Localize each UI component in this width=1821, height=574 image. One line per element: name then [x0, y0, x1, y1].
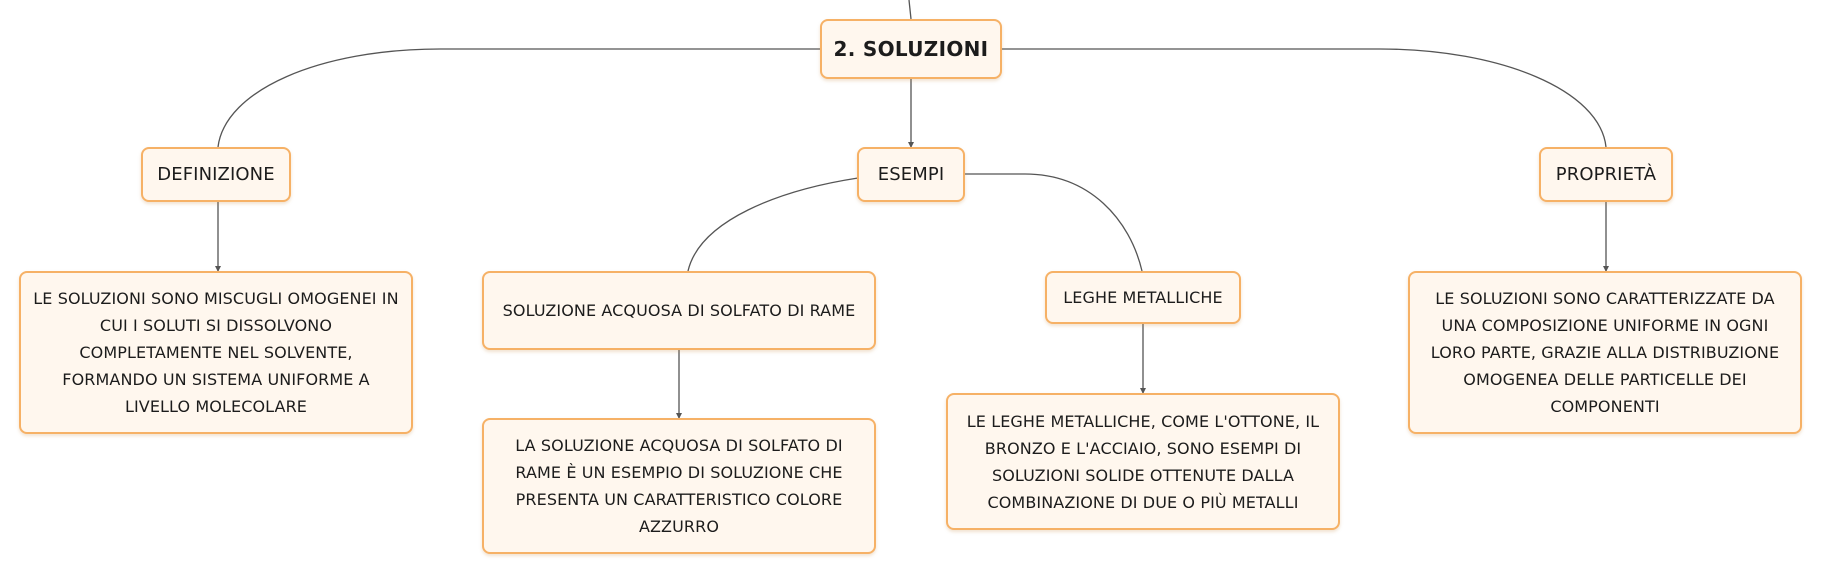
node-leghe-text-content: LE LEGHE METALLICHE, COME L'OTTONE, IL B…: [966, 411, 1320, 512]
connector-root-to-proprieta: [1001, 48, 1607, 148]
connector-esempi-to-leghe: [965, 173, 1143, 272]
connector-esempi-to-solfato: [687, 177, 859, 272]
node-definizione-label: DEFINIZIONE: [157, 164, 275, 185]
node-solfato-text[interactable]: LA SOLUZIONE ACQUOSA DI SOLFATO DI RAME …: [482, 418, 876, 554]
connector-root-to-definizione: [217, 48, 822, 148]
node-esempi[interactable]: ESEMPI: [857, 147, 965, 202]
node-proprieta[interactable]: PROPRIETÀ: [1539, 147, 1673, 202]
node-definizione[interactable]: DEFINIZIONE: [141, 147, 291, 202]
node-leghe-label: LEGHE METALLICHE: [1063, 288, 1223, 307]
node-solfato-label: SOLUZIONE ACQUOSA DI SOLFATO DI RAME: [502, 301, 856, 320]
connector-parent-to-root: [908, 0, 912, 20]
node-definizione-text[interactable]: LE SOLUZIONI SONO MISCUGLI OMOGENEI IN C…: [19, 271, 413, 434]
node-leghe[interactable]: LEGHE METALLICHE: [1045, 271, 1241, 324]
root-node[interactable]: 2. SOLUZIONI: [820, 19, 1002, 79]
node-solfato[interactable]: SOLUZIONE ACQUOSA DI SOLFATO DI RAME: [482, 271, 876, 350]
node-definizione-text-content: LE SOLUZIONI SONO MISCUGLI OMOGENEI IN C…: [33, 289, 399, 416]
node-leghe-text[interactable]: LE LEGHE METALLICHE, COME L'OTTONE, IL B…: [946, 393, 1340, 530]
node-solfato-text-content: LA SOLUZIONE ACQUOSA DI SOLFATO DI RAME …: [515, 436, 843, 536]
node-proprieta-text[interactable]: LE SOLUZIONI SONO CARATTERIZZATE DA UNA …: [1408, 271, 1802, 434]
node-proprieta-text-content: LE SOLUZIONI SONO CARATTERIZZATE DA UNA …: [1430, 289, 1780, 416]
node-proprieta-label: PROPRIETÀ: [1555, 164, 1657, 185]
root-node-label: 2. SOLUZIONI: [833, 36, 989, 61]
node-esempi-label: ESEMPI: [877, 164, 945, 185]
